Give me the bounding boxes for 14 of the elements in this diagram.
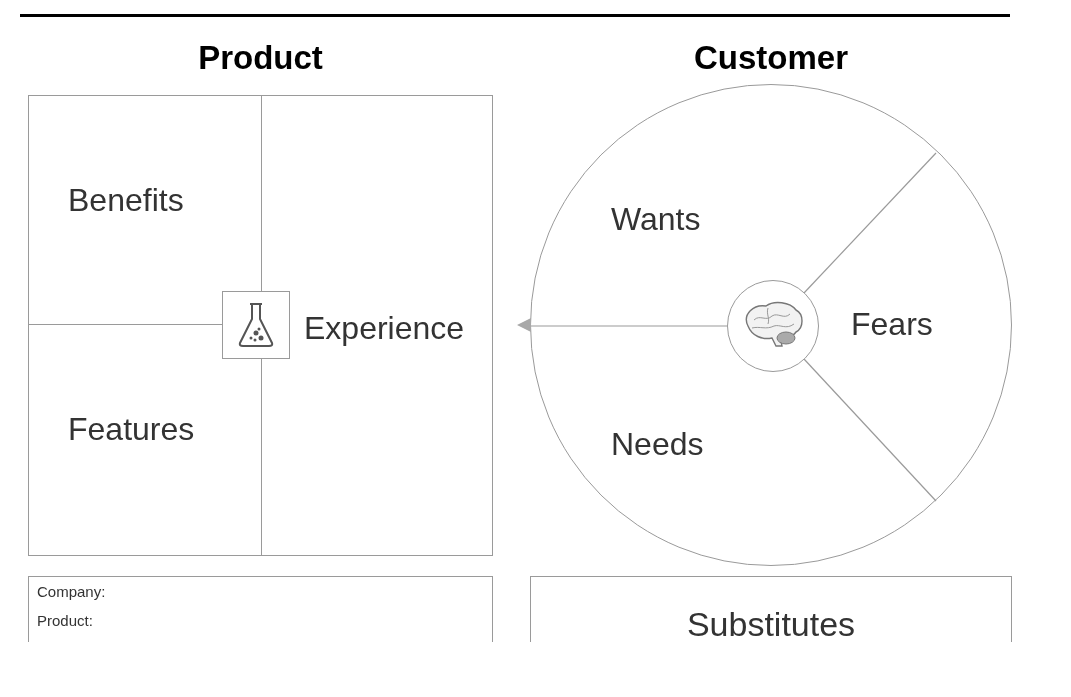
quadrant-label: Benefits xyxy=(68,181,184,220)
substitutes-box xyxy=(530,576,1012,642)
box-label: Substitutes xyxy=(686,604,856,642)
quadrant-label: Features xyxy=(68,410,195,449)
section-heading: Customer xyxy=(694,38,848,78)
quadrant-label: Experience xyxy=(304,309,465,348)
info-box xyxy=(28,576,493,642)
form-label: Product: xyxy=(37,610,94,631)
arrow xyxy=(516,318,531,332)
sector-label: Needs xyxy=(611,425,704,464)
sector-label: Fears xyxy=(851,305,933,344)
sector-label: Wants xyxy=(611,200,701,239)
form-label: Company: xyxy=(37,582,107,602)
section-heading: Product xyxy=(198,38,323,78)
